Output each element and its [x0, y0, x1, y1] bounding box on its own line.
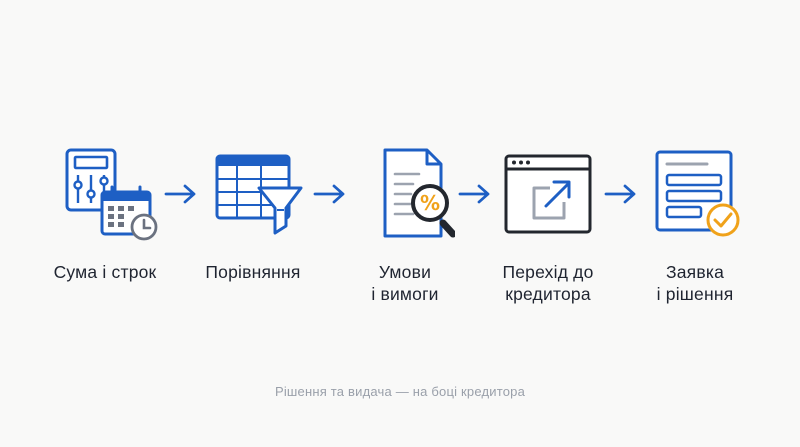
svg-text:%: % [420, 191, 440, 215]
calculator-calendar-clock-icon [30, 148, 180, 244]
step-label-go-to-lender: Перехід до кредитора [473, 261, 623, 305]
step-label-line: Сума і строк [53, 262, 157, 282]
table-filter-icon [178, 148, 328, 244]
step-label-line: і рішення [656, 284, 734, 304]
step-label-line: і вимоги [371, 284, 439, 304]
step-label-line: Порівняння [205, 262, 301, 282]
document-percent-magnifier-icon: % [330, 148, 480, 244]
browser-external-link-icon [473, 148, 623, 244]
arrow-right-icon [313, 184, 345, 204]
step-label-comparison: Порівняння [178, 261, 328, 283]
arrow-right-icon [604, 184, 636, 204]
form-checkmark-icon [620, 148, 770, 244]
step-label-amount-term: Сума і строк [30, 261, 180, 283]
arrow-right-icon [458, 184, 490, 204]
arrow-right-icon [164, 184, 196, 204]
step-label-line: Перехід до [502, 262, 594, 282]
step-label-application-decision: Заявка і рішення [620, 261, 770, 305]
step-label-line: кредитора [505, 284, 591, 304]
step-label-terms-requirements: Умови і вимоги [330, 261, 480, 305]
footnote: Рішення та видача — на боці кредитора [274, 384, 526, 399]
step-label-line: Умови [378, 262, 432, 282]
step-label-line: Заявка [665, 262, 725, 282]
